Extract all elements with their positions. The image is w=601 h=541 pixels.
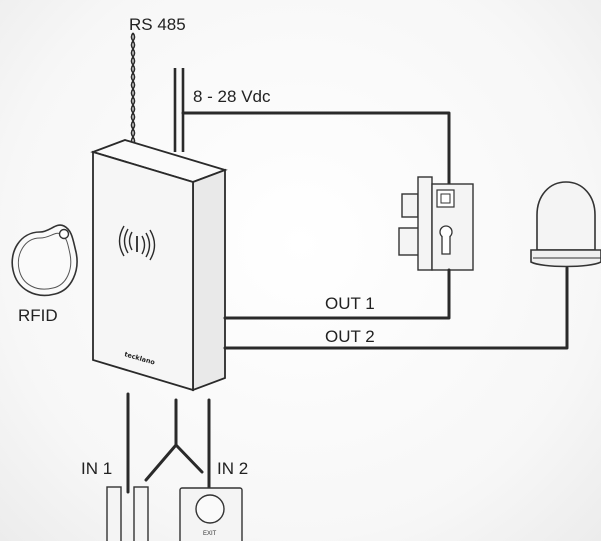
- nfc-wave-icon: [118, 225, 156, 261]
- exit-button-icon: EXIT: [179, 487, 243, 541]
- power-cable: [173, 68, 185, 152]
- rfid-label: RFID: [18, 306, 58, 325]
- out1-label: OUT 1: [325, 294, 375, 313]
- common-wire: [144, 398, 204, 482]
- rfid-tag-icon: [11, 224, 78, 297]
- access-reader: tecklano: [90, 139, 228, 392]
- door-lock-icon: [398, 176, 474, 271]
- in1-label: IN 1: [81, 459, 112, 478]
- out2-wire: [223, 266, 569, 350]
- out1-wire: [223, 268, 451, 320]
- power-wire: [181, 111, 451, 187]
- door-contact-icon: [106, 486, 149, 541]
- out2-label: OUT 2: [325, 327, 375, 346]
- rs485-label: RS 485: [129, 15, 186, 34]
- exit-label: EXIT: [203, 531, 217, 537]
- in2-label: IN 2: [217, 459, 248, 478]
- power-label: 8 - 28 Vdc: [193, 87, 271, 106]
- beacon-lamp-icon: [530, 181, 601, 268]
